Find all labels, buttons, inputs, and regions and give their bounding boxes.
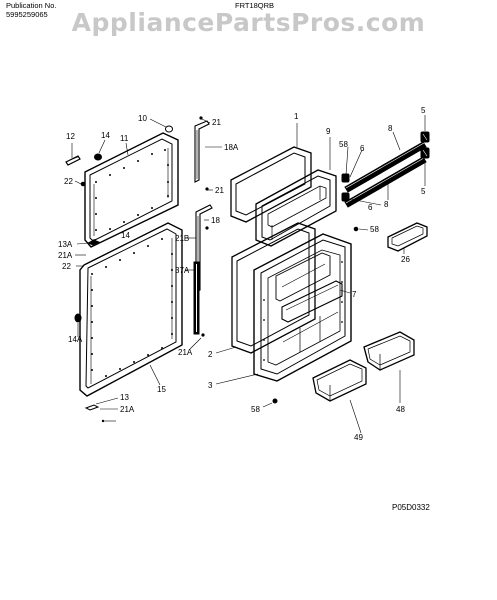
fresh-food-liner xyxy=(253,233,352,382)
callout-5-bottom: 5 xyxy=(421,187,426,196)
door-bin-48 xyxy=(363,331,415,371)
callout-21-mid: 21 xyxy=(215,186,224,195)
handle-trim-37a xyxy=(193,261,200,335)
callout-8-bottom: 8 xyxy=(384,200,389,209)
callout-13a: 13A xyxy=(58,240,73,249)
handle-18a xyxy=(194,120,210,183)
callout-21a-left: 21A xyxy=(58,251,73,260)
callout-37a: 37A xyxy=(175,266,190,275)
callout-58-right: 58 xyxy=(370,225,379,234)
publication-number: 5995259065 xyxy=(6,10,48,19)
plug-14 xyxy=(94,153,102,161)
callout-58-top: 58 xyxy=(339,140,348,149)
diagram-code: P05D0332 xyxy=(392,503,430,512)
plug-14a xyxy=(74,313,82,323)
callout-6-bottom: 6 xyxy=(368,203,373,212)
callout-21a-mid: 21A xyxy=(178,348,193,357)
callout-12: 12 xyxy=(66,132,75,141)
callout-22-top: 22 xyxy=(64,177,73,186)
freezer-liner xyxy=(255,169,337,247)
shelf-rail-lower xyxy=(344,156,427,208)
callout-58-bottom: 58 xyxy=(251,405,260,414)
callout-7: 7 xyxy=(352,290,357,299)
callout-18a: 18A xyxy=(224,143,239,152)
callout-labels: 12 14 11 10 22 21 18A 21 18 21B 37A 21A … xyxy=(58,106,426,442)
callout-15: 15 xyxy=(157,385,166,394)
callout-13: 13 xyxy=(120,393,129,402)
callout-6-top: 6 xyxy=(360,144,365,153)
leader-lines xyxy=(71,115,426,434)
callout-49: 49 xyxy=(354,433,363,442)
callout-1: 1 xyxy=(294,112,299,121)
callout-21a-bottom: 21A xyxy=(120,405,135,414)
clip-58-right xyxy=(353,226,359,232)
callout-9: 9 xyxy=(326,127,331,136)
shelf-rail-upper xyxy=(344,141,427,193)
rail-end-caps-6 xyxy=(341,173,350,202)
badge-12 xyxy=(65,155,81,166)
model-number: FRT18QRB xyxy=(235,1,275,10)
callout-21b: 21B xyxy=(175,234,189,243)
screw-22-top xyxy=(80,181,86,187)
fresh-food-gasket xyxy=(231,222,316,354)
watermark: AppliancePartsPros.com xyxy=(71,8,426,37)
freezer-gasket xyxy=(230,146,312,223)
door-bin-49 xyxy=(312,359,367,402)
leader-dots xyxy=(101,419,105,423)
hinge-13 xyxy=(84,404,100,411)
freezer-door-panel xyxy=(84,132,179,248)
callout-5-top: 5 xyxy=(421,106,426,115)
callout-18: 18 xyxy=(211,216,220,225)
clip-58-bottom xyxy=(272,398,278,404)
callout-2: 2 xyxy=(208,350,213,359)
callout-22-bottom: 22 xyxy=(62,262,71,271)
callout-8-top: 8 xyxy=(388,124,393,133)
rail-end-caps-5 xyxy=(420,131,430,159)
callout-14-mid: 14 xyxy=(121,231,130,240)
dairy-bin-26 xyxy=(387,222,428,252)
screws-21 xyxy=(199,116,209,337)
plug-10 xyxy=(165,125,173,133)
callout-26: 26 xyxy=(401,255,410,264)
callout-14: 14 xyxy=(101,131,110,140)
callout-11: 11 xyxy=(120,134,129,143)
fresh-food-door-panel xyxy=(79,222,183,397)
callout-3: 3 xyxy=(208,381,213,390)
callout-21-top: 21 xyxy=(212,118,221,127)
callout-10: 10 xyxy=(138,114,147,123)
callout-14a: 14A xyxy=(68,335,83,344)
callout-48: 48 xyxy=(396,405,405,414)
hinge-13a xyxy=(87,239,100,246)
publication-label: Publication No. xyxy=(6,1,57,10)
